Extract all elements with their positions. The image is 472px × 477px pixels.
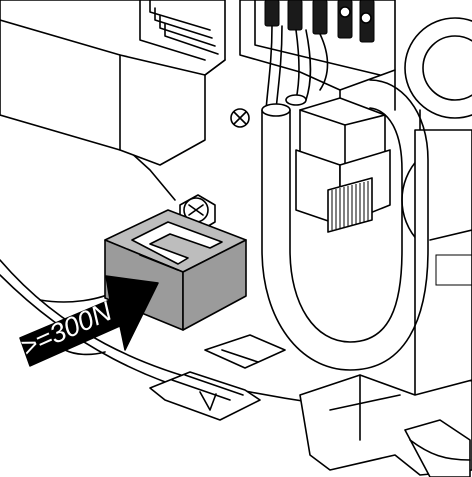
terminal-block (239, 0, 396, 121)
force-arrow: >=300N (16, 275, 159, 367)
feed-wires (265, 25, 329, 111)
latch-clip (149, 334, 286, 421)
cable-loop (261, 79, 429, 371)
lower-bracket (299, 374, 472, 477)
right-wall (414, 129, 472, 421)
upper-housing (0, 0, 226, 166)
wire-connectors (295, 97, 391, 233)
terminal-screw-icon (230, 108, 250, 128)
